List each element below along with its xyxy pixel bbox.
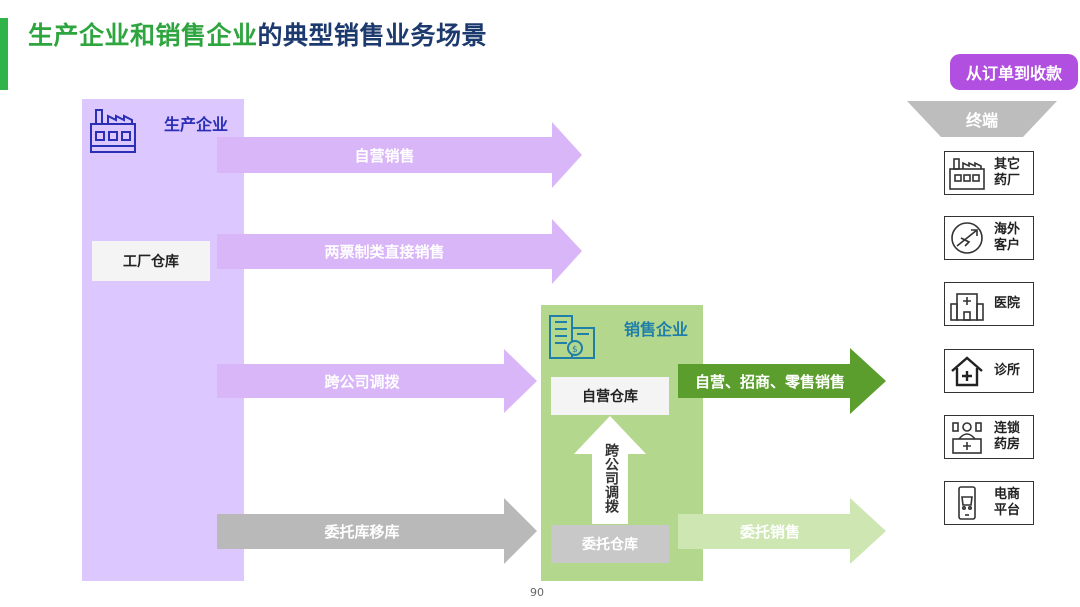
two-invoice-arrow [217,219,582,284]
self-sales-label: 自营销售 [354,146,415,165]
terminal-card-clinic: 诊所 [944,349,1034,393]
terminal-card-label: 诊所 [993,363,1020,378]
page-title-part1: 生产企业和销售企业 [28,21,258,50]
title-accent-bar [0,18,8,90]
terminal-card-label: 连锁药房 [993,421,1020,452]
terminal-card-label: 海外客户 [993,222,1020,253]
page-title-part2: 的典型销售业务场景 [257,21,488,50]
cross-transfer-vertical-label: 跨公司调拨 [603,443,619,513]
globe-plane-icon [951,222,983,254]
building-money-icon: $ [549,315,595,359]
consign-sales-arrow [678,498,886,564]
terminal-card-pharmacy: 连锁药房 [944,415,1034,459]
two-invoice-label: 两票制类直接销售 [324,243,445,261]
retail-arrow [678,348,886,414]
pharmacy-icon [952,422,982,454]
terminal-card-label: 其它药厂 [993,157,1020,188]
production-enterprise-panel [82,99,244,581]
factory-icon [949,158,985,190]
sales-enterprise-label: 销售企业 [624,320,689,339]
terminal-card-overseas: 海外客户 [944,216,1034,260]
factory-icon [90,109,136,153]
terminal-card-ecommerce: 电商平台 [944,481,1034,525]
page-number: 90 [530,586,544,599]
hospital-icon [950,293,984,321]
cross-transfer-arrow [217,349,537,413]
self-sales-arrow [217,122,582,188]
upward-transfer-arrow [574,416,646,524]
consign-move-arrow [217,498,537,564]
svg-text:$: $ [572,345,578,355]
retail-label: 自营、招商、零售销售 [694,372,845,391]
terminal-card-label: 医院 [993,296,1020,311]
factory-warehouse-box: 工厂仓库 [92,241,210,281]
terminal-card-hospital: 医院 [944,282,1034,326]
terminal-card-label: 电商平台 [993,487,1020,518]
cross-transfer-label: 跨公司调拨 [324,372,400,391]
terminal-header-shape [907,101,1057,137]
order-to-cash-badge: 从订单到收款 [950,54,1078,90]
ecommerce-icon [958,486,976,520]
page-title: 生产企业和销售企业的典型销售业务场景 [28,16,487,52]
consign-move-label: 委托库移库 [324,523,400,541]
consign-sales-label: 委托销售 [739,523,800,541]
terminal-card-other-pharma: 其它药厂 [944,151,1034,195]
clinic-icon [951,356,983,387]
terminal-header: 终端 [965,111,998,130]
own-warehouse-box: 自营仓库 [551,377,669,415]
consign-warehouse-box: 委托仓库 [551,525,669,563]
production-enterprise-label: 生产企业 [164,115,229,134]
